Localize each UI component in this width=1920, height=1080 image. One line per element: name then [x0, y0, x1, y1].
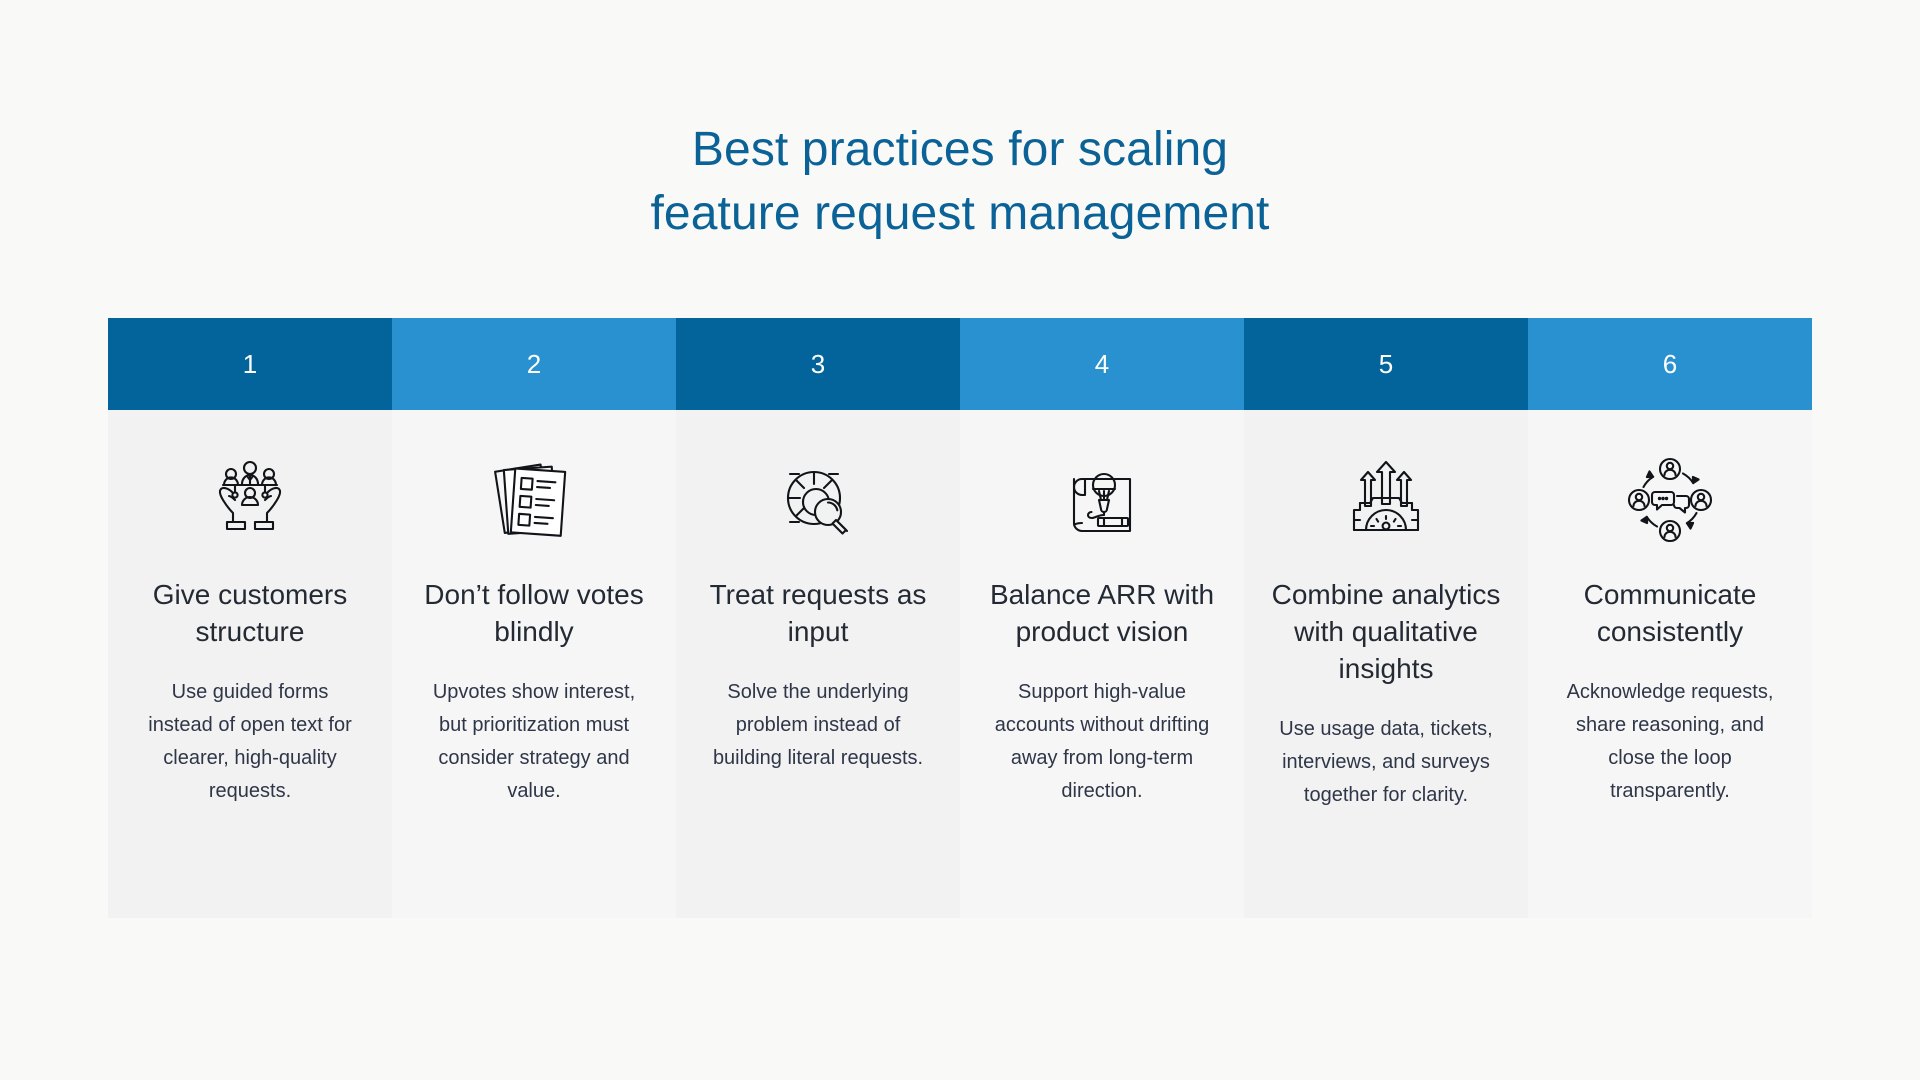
step-5: 5: [1244, 318, 1554, 918]
step-1-body: Use guided forms instead of open text fo…: [148, 681, 352, 802]
step-4-card: Balance ARR with product vision Support …: [960, 410, 1244, 918]
gauge-gear-growth-arrows-icon: [1332, 446, 1440, 554]
step-3-body: Solve the underlying problem instead of …: [712, 681, 924, 769]
step-1-heading: Give customers structure: [152, 579, 348, 647]
step-5-card: Combine analytics with qualitative insig…: [1244, 410, 1528, 918]
step-4-chevron: 4: [960, 318, 1270, 410]
step-6-heading: Communicate consistently: [1583, 579, 1757, 647]
step-3-chevron: 3: [676, 318, 986, 410]
step-5-number: 5: [1378, 348, 1394, 379]
pie-chart-magnifier-icon: [764, 446, 872, 554]
step-4-body: Support high-value accounts without drif…: [994, 681, 1210, 802]
step-2-heading: Don’t follow votes blindly: [424, 579, 644, 647]
step-3-heading: Treat requests as input: [709, 579, 927, 647]
step-6-number: 6: [1662, 348, 1678, 379]
blueprint-lightbulb-pencil-icon: [1048, 446, 1156, 554]
step-4-number: 4: [1094, 348, 1110, 379]
step-1-card: Give customers structure Use guided form…: [108, 410, 392, 918]
step-3-card: Treat requests as input Solve the underl…: [676, 410, 960, 918]
step-6-chevron: 6: [1528, 318, 1812, 410]
title-line-2: feature request management: [650, 187, 1270, 240]
step-2-body: Upvotes show interest, but prioritizatio…: [432, 681, 636, 802]
step-6-body: Acknowledge requests, share reasoning, a…: [1566, 681, 1774, 802]
step-4-heading: Balance ARR with product vision: [989, 579, 1215, 647]
step-1: 1: [108, 318, 418, 918]
hands-holding-team-icon: [196, 446, 304, 554]
step-2: 2: [392, 318, 702, 918]
step-5-chevron: 5: [1244, 318, 1554, 410]
step-4: 4: [960, 318, 1270, 918]
step-3-number: 3: [810, 348, 826, 379]
step-1-chevron: 1: [108, 318, 418, 410]
step-1-number: 1: [242, 348, 258, 379]
step-6: 6: [1528, 318, 1812, 918]
stacked-survey-forms-icon: [480, 446, 588, 554]
title-line-1: Best practices for scaling: [691, 123, 1229, 176]
step-6-card: Communicate consistently Acknowledge req…: [1528, 410, 1812, 918]
communication-cycle-icon: [1616, 446, 1724, 554]
page-title: Best practices for scaling feature reque…: [0, 118, 1920, 246]
step-5-heading: Combine analytics with qualitative insig…: [1271, 579, 1501, 684]
step-2-number: 2: [526, 348, 542, 379]
step-5-body: Use usage data, tickets, interviews, and…: [1279, 718, 1493, 806]
step-2-chevron: 2: [392, 318, 702, 410]
steps-strip: 1: [108, 318, 1812, 918]
step-3: 3 Treat requests as i: [676, 318, 986, 918]
step-2-card: Don’t follow votes blindly Upvotes show …: [392, 410, 676, 918]
